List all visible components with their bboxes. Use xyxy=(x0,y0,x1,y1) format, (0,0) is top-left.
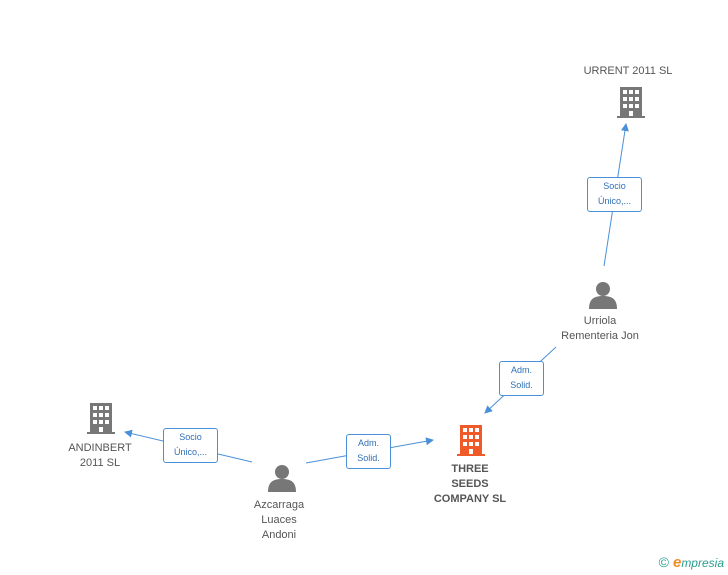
brand-name: mpresia xyxy=(681,556,724,570)
edge-label-azcarraga-andinbert[interactable]: Socio Único,... xyxy=(163,428,218,463)
person-icon[interactable] xyxy=(589,282,617,309)
edge-label-urriola-urrent[interactable]: Socio Único,... xyxy=(587,177,642,212)
person-icon[interactable] xyxy=(268,465,296,492)
node-label-urrent[interactable]: URRENT 2011 SL xyxy=(583,65,673,77)
building-icon[interactable] xyxy=(457,425,485,456)
edge-label-urriola-three-seeds[interactable]: Adm. Solid. xyxy=(499,361,544,396)
node-label-three-seeds[interactable]: THREE SEEDS COMPANY SL xyxy=(433,463,507,505)
node-label-azcarraga[interactable]: Azcarraga Luaces Andoni xyxy=(253,499,305,541)
brand-logo: ©empresia xyxy=(659,554,724,571)
node-label-andinbert[interactable]: ANDINBERT 2011 SL xyxy=(68,442,132,469)
brand-e: e xyxy=(672,554,682,571)
node-label-urriola[interactable]: Urriola Rementeria Jon xyxy=(561,315,639,342)
building-icon[interactable] xyxy=(87,403,115,434)
edge-label-azcarraga-three-seeds[interactable]: Adm. Solid. xyxy=(346,434,391,469)
copyright-icon: © xyxy=(658,554,669,570)
building-icon[interactable] xyxy=(617,87,645,118)
